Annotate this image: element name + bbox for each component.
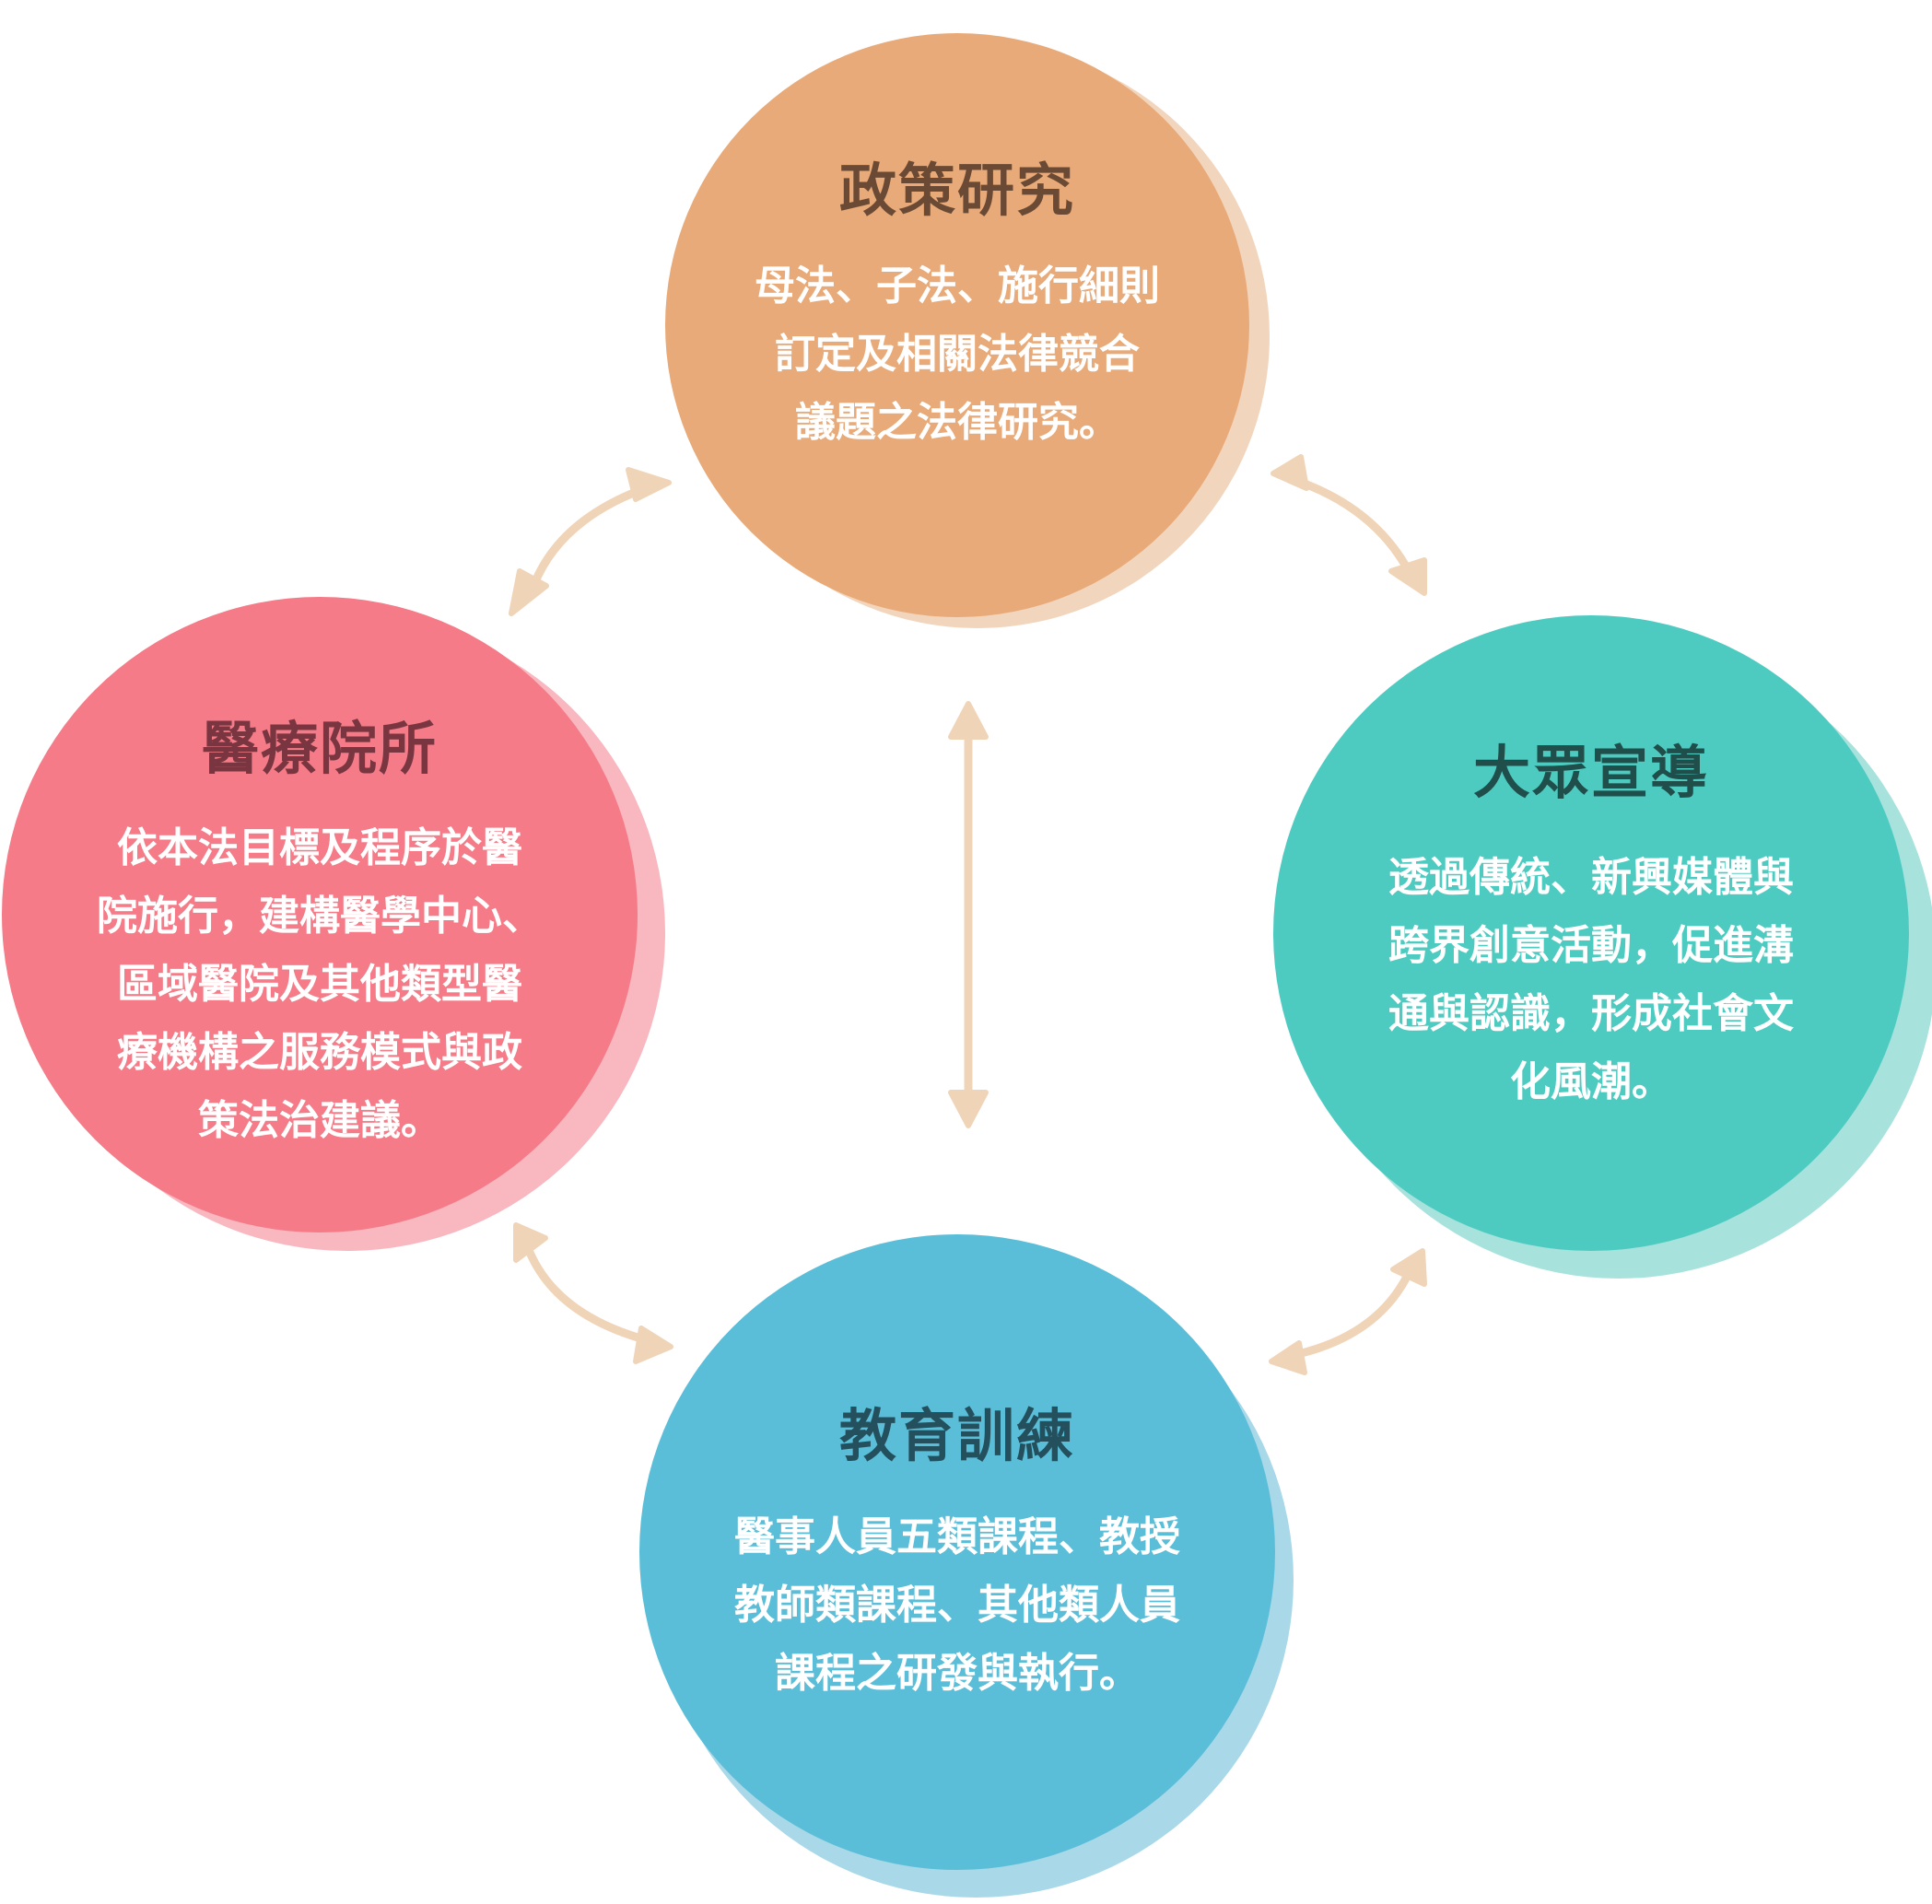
node-title: 大眾宣導 xyxy=(1472,739,1709,806)
arrow-policy-public xyxy=(1270,454,1427,596)
description-line: 院施行，建構醫學中心、 xyxy=(97,893,543,940)
description-line: 依本法目標及程序於醫 xyxy=(117,824,522,871)
description-line: 策法治建議。 xyxy=(198,1097,441,1144)
node-description: 依本法目標及程序於醫 院施行，建構醫學中心、 區域醫院及其他類型醫 療機構之服務… xyxy=(80,814,559,1155)
node-title: 醫療院所 xyxy=(201,715,438,782)
description-line: 透過傳統、新興媒體與 xyxy=(1388,854,1794,901)
description-line: 區域醫院及其他類型醫 xyxy=(117,961,522,1008)
arrow-hospital-policy xyxy=(509,467,672,616)
node-policy-research: 政策研究 母法、子法、施行細則 訂定及相關法律競合 議題之法律研究。 xyxy=(665,33,1270,628)
description-line: 議題之法律研究。 xyxy=(795,399,1119,446)
node-hospitals: 醫療院所 依本法目標及程序於醫 院施行，建構醫學中心、 區域醫院及其他類型醫 療… xyxy=(2,597,665,1251)
arrow-hospital-education xyxy=(513,1222,673,1364)
node-title: 教育訓練 xyxy=(838,1402,1075,1469)
node-description: 醫事人員五類課程、教授 教師類課程、其他類人員 課程之研發與執行。 xyxy=(718,1503,1197,1708)
arrow-center-vertical xyxy=(948,701,989,1128)
circle xyxy=(2,597,638,1232)
description-line: 化風潮。 xyxy=(1510,1058,1672,1105)
description-line: 通與認識，形成社會文 xyxy=(1388,990,1794,1037)
circle xyxy=(1273,615,1909,1251)
arrow-education-public xyxy=(1269,1248,1427,1375)
circle xyxy=(665,33,1249,617)
circle xyxy=(639,1234,1275,1870)
node-description: 母法、子法、施行細則 訂定及相關法律競合 議題之法律研究。 xyxy=(745,252,1169,457)
node-title: 政策研究 xyxy=(838,157,1075,224)
description-line: 教師類課程、其他類人員 xyxy=(734,1582,1180,1629)
description-line: 療機構之服務模式與政 xyxy=(117,1029,522,1076)
description-line: 母法、子法、施行細則 xyxy=(755,263,1160,310)
node-public-advocacy: 大眾宣導 透過傳統、新興媒體與 跨界創意活動，促進溝 通與認識，形成社會文 化風… xyxy=(1273,615,1932,1279)
description-line: 訂定及相關法律競合 xyxy=(775,331,1140,378)
description-line: 課程之研發與執行。 xyxy=(775,1650,1140,1697)
description-line: 跨界創意活動，促進溝 xyxy=(1388,922,1794,969)
node-education-training: 教育訓練 醫事人員五類課程、教授 教師類課程、其他類人員 課程之研發與執行。 xyxy=(639,1234,1294,1898)
node-description: 透過傳統、新興媒體與 跨界創意活動，促進溝 通與認識，形成社會文 化風潮。 xyxy=(1370,844,1812,1116)
description-line: 醫事人員五類課程、教授 xyxy=(734,1513,1180,1560)
